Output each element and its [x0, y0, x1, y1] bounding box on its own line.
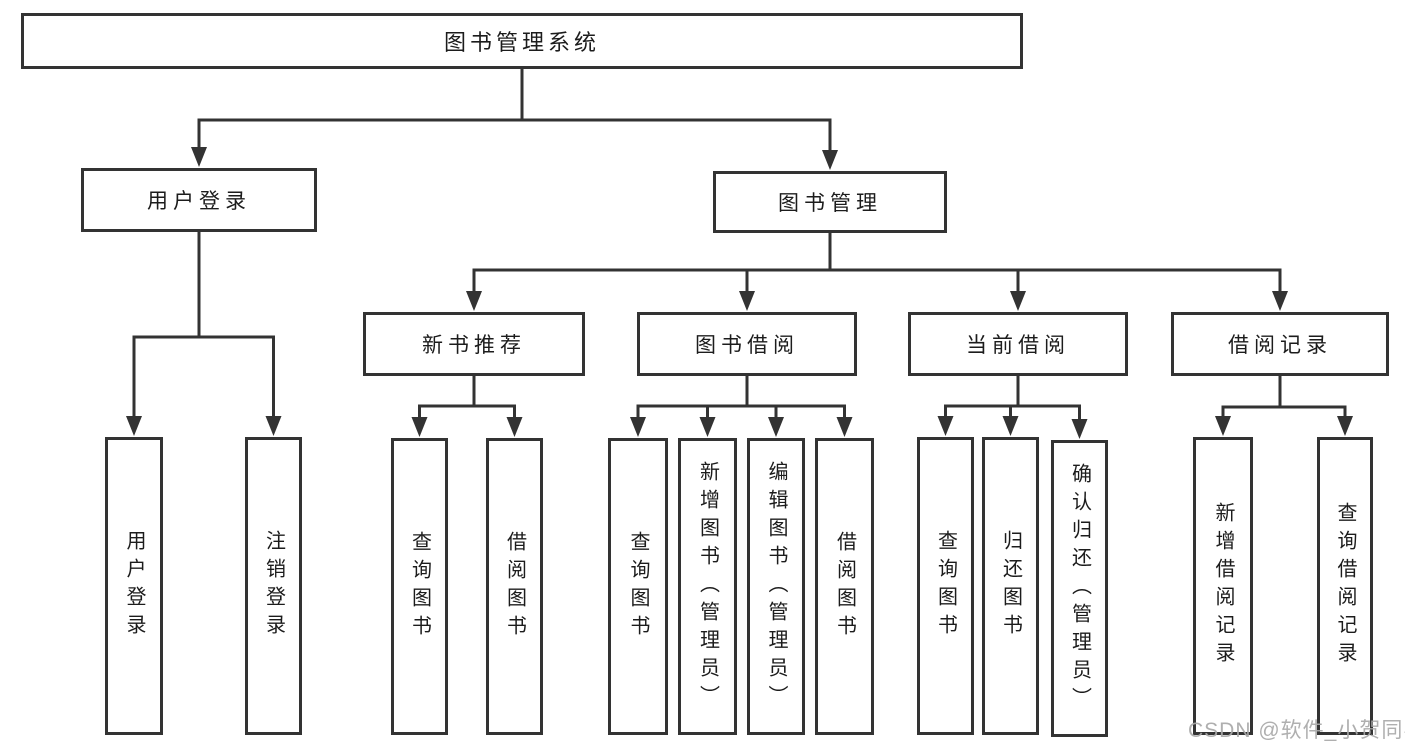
arrowhead-icon [1215, 416, 1231, 436]
node-v-edit-book: 编辑图书（管理员） [747, 438, 805, 735]
node-label: 新增借阅记录 [1212, 502, 1234, 670]
node-label: 编辑图书（管理员） [765, 460, 787, 713]
node-label: 注销登录 [262, 530, 285, 642]
node-label: 查询图书 [627, 530, 649, 643]
node-v-logout: 注销登录 [245, 437, 302, 735]
node-label: 新增图书（管理员） [696, 460, 719, 713]
node-v-add-borrow-record: 新增借阅记录 [1193, 437, 1253, 735]
node-label: 查询图书 [934, 530, 957, 642]
arrowhead-icon [466, 291, 482, 311]
node-book-borrow: 图书借阅 [637, 312, 857, 376]
arrowhead-icon [630, 417, 646, 437]
arrowhead-icon [836, 417, 853, 437]
node-new-book-rec: 新书推荐 [363, 312, 585, 376]
arrowhead-icon [1337, 416, 1353, 436]
node-borrow-records: 借阅记录 [1171, 312, 1389, 376]
node-label: 图书管理系统 [443, 30, 600, 55]
node-book-mgmt: 图书管理 [713, 171, 947, 233]
node-label: 借阅图书 [503, 530, 526, 643]
node-v-confirm-return: 确认归还（管理员） [1051, 440, 1108, 737]
watermark: CSDN @软件_小贺同学 [1188, 719, 1405, 742]
node-current-borrow: 当前借阅 [908, 312, 1128, 376]
node-v-user-login: 用户登录 [105, 437, 163, 735]
node-label: 借阅记录 [1228, 334, 1332, 357]
node-v-query-book-2: 查询图书 [608, 438, 668, 735]
node-label: 确认归还（管理员） [1068, 462, 1091, 715]
arrowhead-icon [1272, 291, 1288, 311]
node-user-login: 用户登录 [81, 168, 317, 232]
node-root: 图书管理系统 [21, 13, 1023, 69]
node-v-query-book-1: 查询图书 [391, 438, 448, 735]
node-label: 当前借阅 [966, 334, 1070, 357]
arrowhead-icon [191, 147, 207, 167]
node-v-borrow-book-2: 借阅图书 [815, 438, 874, 735]
node-v-add-book: 新增图书（管理员） [678, 438, 737, 735]
arrowhead-icon [126, 416, 142, 436]
arrowhead-icon [265, 416, 282, 436]
node-v-borrow-book-1: 借阅图书 [486, 438, 543, 735]
arrowhead-icon [411, 417, 428, 437]
node-label: 归还图书 [999, 530, 1022, 642]
node-label: 图书管理 [778, 192, 882, 215]
node-label: 用户登录 [147, 190, 251, 213]
node-label: 新书推荐 [422, 334, 526, 357]
arrowhead-icon [1071, 419, 1088, 439]
arrowhead-icon [739, 291, 755, 311]
node-label: 用户登录 [123, 530, 145, 642]
arrowhead-icon [937, 416, 954, 436]
arrowhead-icon [1002, 416, 1019, 436]
node-v-query-borrow-record: 查询借阅记录 [1317, 437, 1373, 735]
arrowhead-icon [822, 150, 838, 170]
node-v-query-book-3: 查询图书 [917, 437, 974, 735]
arrowhead-icon [506, 417, 523, 437]
node-label: 查询图书 [408, 530, 431, 643]
node-label: 图书借阅 [695, 334, 799, 357]
arrowhead-icon [699, 417, 716, 437]
node-v-return-book: 归还图书 [982, 437, 1039, 735]
node-label: 借阅图书 [833, 530, 856, 643]
arrowhead-icon [768, 417, 784, 437]
arrowhead-icon [1010, 291, 1026, 311]
node-label: 查询借阅记录 [1334, 502, 1356, 670]
